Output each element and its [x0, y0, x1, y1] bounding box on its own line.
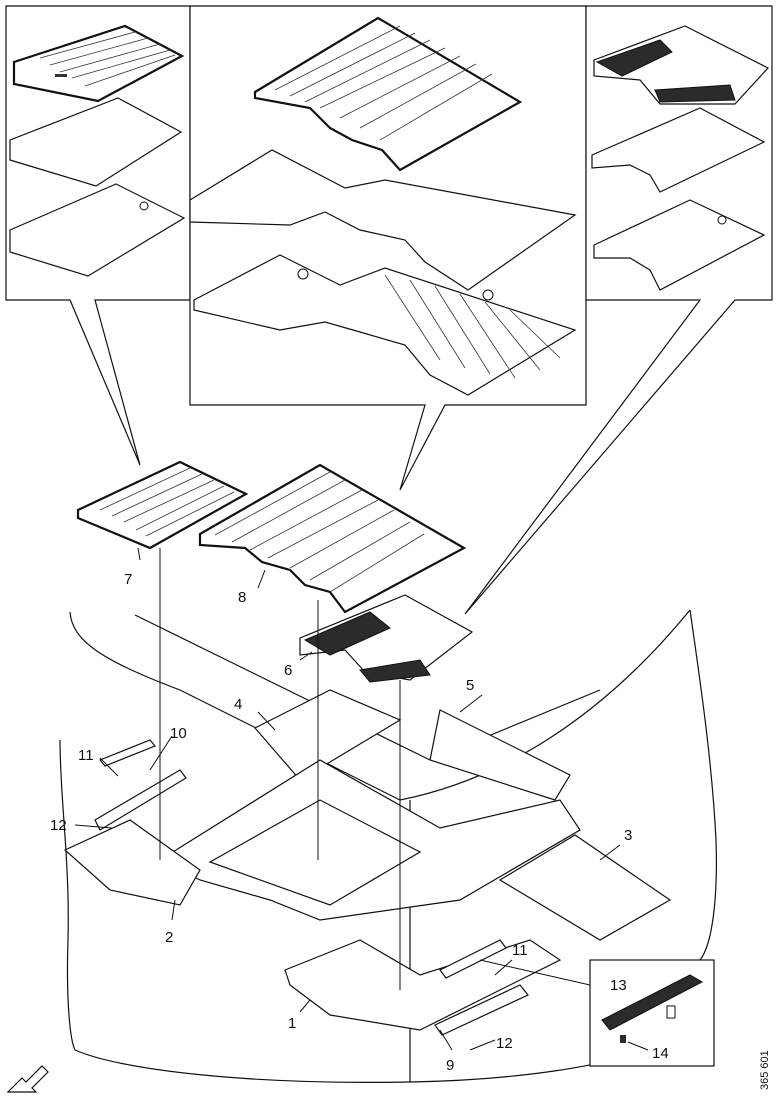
inset-left-box [5, 5, 191, 466]
mat-8 [198, 463, 467, 614]
part-13-sill-plate [601, 974, 704, 1031]
inset-left-mat-fastened [9, 183, 186, 277]
callout-10: 10 [170, 725, 187, 742]
sill-plate-right [439, 939, 507, 979]
step-9 [434, 984, 529, 1036]
inset-13-14-box [589, 959, 715, 1067]
mat-5 [429, 709, 571, 801]
callout-3: 3 [624, 827, 632, 844]
callout-14: 14 [652, 1045, 669, 1062]
inset-left-mat-grooved [12, 24, 185, 103]
callout-12-right: 12 [496, 1035, 513, 1052]
callout-2: 2 [165, 929, 173, 946]
callout-9: 9 [446, 1057, 454, 1074]
mat-3 [498, 834, 672, 941]
leader-lines [74, 547, 649, 1051]
inset-right-mat-ribbed [593, 25, 769, 105]
callout-11-left: 11 [78, 747, 94, 764]
inset-center-mat-plain [189, 149, 577, 291]
callout-7: 7 [124, 571, 132, 588]
mat-6 [299, 594, 474, 683]
callout-8: 8 [238, 589, 246, 606]
part-14-clip [666, 1005, 676, 1019]
callout-5: 5 [466, 677, 474, 694]
inset-right-mat-fastened [593, 199, 766, 291]
sill-plate-left [99, 739, 156, 767]
callout-1: 1 [288, 1015, 296, 1032]
callout-11-right: 11 [512, 942, 528, 959]
arrow-down-left-icon [6, 1065, 49, 1093]
inset-center-box [189, 5, 587, 491]
inset-left-mat-plain [9, 97, 183, 187]
cab-body [59, 609, 717, 1083]
callout-6: 6 [284, 662, 292, 679]
mat-7 [76, 460, 249, 550]
step-10 [94, 769, 187, 831]
inset-center-mat-base [193, 254, 577, 396]
floor-left [63, 819, 201, 906]
drawing-number: 365 601 [759, 1050, 771, 1090]
callout-4: 4 [234, 696, 242, 713]
inset-right-box [464, 5, 773, 615]
floor-centre [208, 799, 422, 906]
part-14-clip-small [620, 1035, 626, 1043]
callout-12-left: 12 [50, 817, 67, 834]
inset-center-mat-grooved [253, 16, 523, 172]
inset-right-mat-plain [591, 107, 766, 193]
callout-13: 13 [610, 977, 627, 994]
